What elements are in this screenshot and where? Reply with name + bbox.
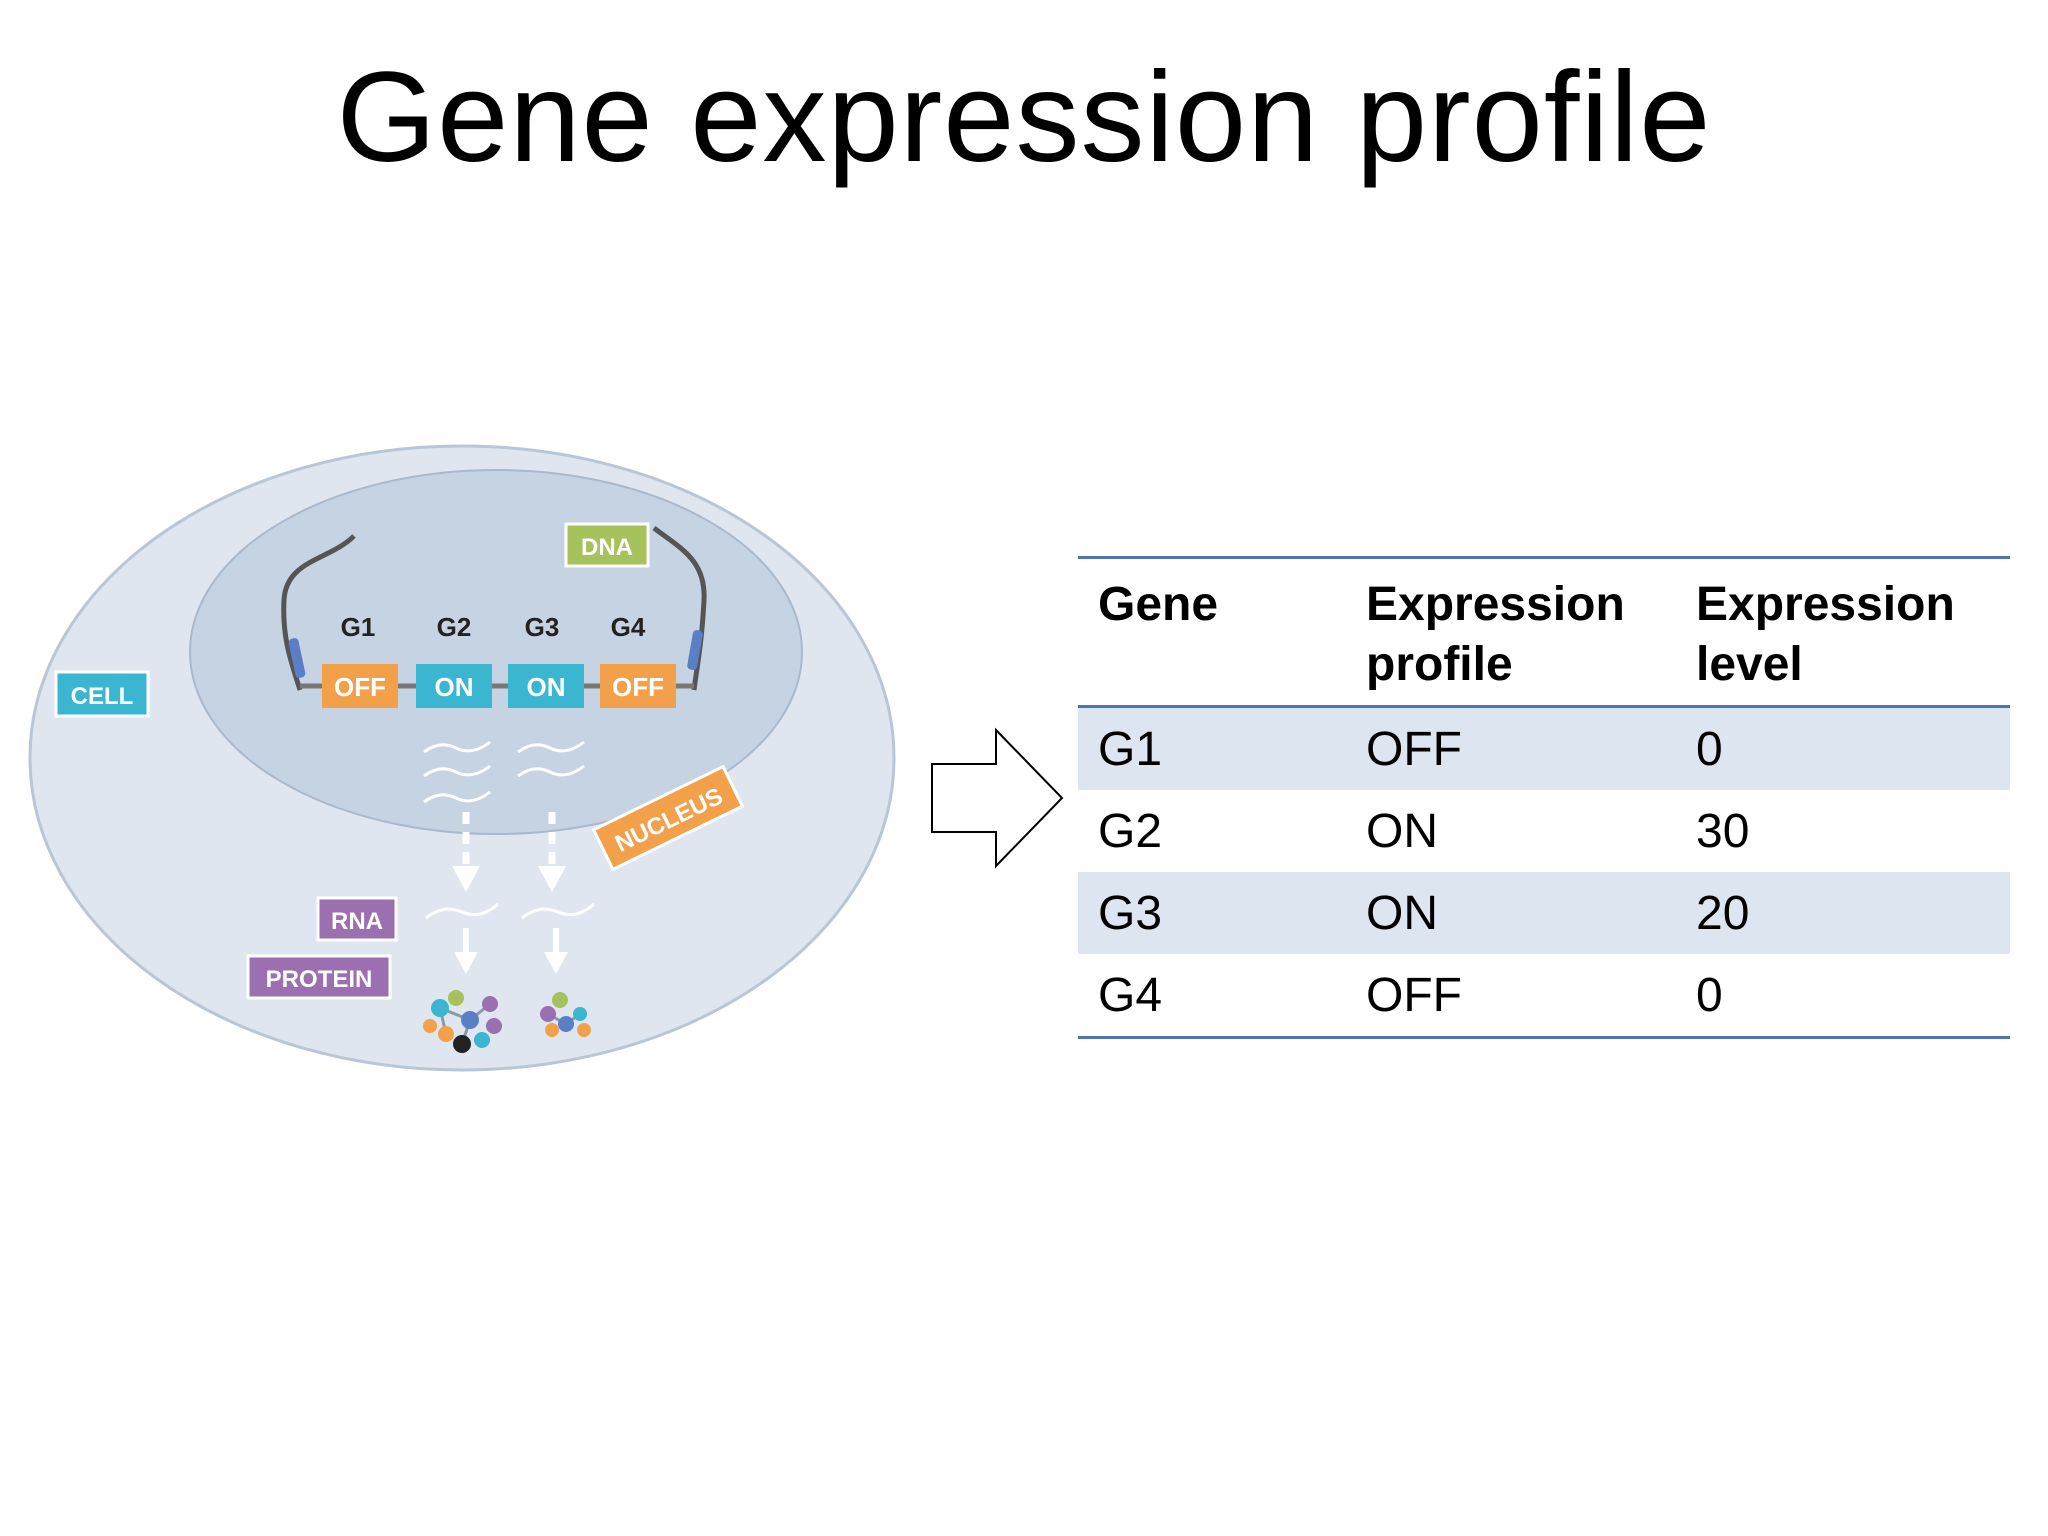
gene-label: G2	[437, 612, 472, 642]
dna-tag-text: DNA	[581, 534, 633, 561]
dna-strand-right	[652, 526, 707, 691]
cell-level: 30	[1676, 790, 2010, 872]
cell-level: 0	[1676, 706, 2010, 790]
gene-state-text: ON	[435, 672, 474, 702]
cell-gene: G1	[1078, 706, 1346, 790]
rna-tag-text: RNA	[331, 908, 383, 935]
translation-arrows	[454, 928, 568, 974]
cell-gene: G4	[1078, 954, 1346, 1038]
cell-profile: ON	[1346, 790, 1676, 872]
cell-gene: G2	[1078, 790, 1346, 872]
mrna-nucleus	[423, 740, 585, 804]
gene-state-text: OFF	[334, 672, 386, 702]
gene-state-box-off	[600, 664, 676, 708]
mrna-cytoplasm	[425, 902, 595, 920]
gene-state-box-on	[508, 664, 584, 708]
protein-tag-text: PROTEIN	[266, 966, 373, 993]
table-row: G3 ON 20	[1078, 872, 2010, 954]
table-row: G1 OFF 0	[1078, 706, 2010, 790]
dna-marker-left	[288, 638, 306, 678]
dna-marker-right	[687, 630, 703, 670]
cell-tag-text: CELL	[71, 683, 134, 710]
gene-state-text: ON	[527, 672, 566, 702]
protein-cluster-small	[540, 992, 591, 1037]
table-row: G2 ON 30	[1078, 790, 2010, 872]
gene-label: G4	[611, 612, 646, 642]
slide-title: Gene expression profile	[336, 46, 1712, 189]
cell-level: 0	[1676, 954, 2010, 1038]
transport-arrows	[452, 812, 566, 892]
rna-tag	[316, 896, 398, 942]
cell-profile: OFF	[1346, 954, 1676, 1038]
gene-state-text: OFF	[612, 672, 664, 702]
protein-tag	[246, 954, 392, 1000]
dna-strand-left	[281, 534, 356, 691]
cell-profile: OFF	[1346, 706, 1676, 790]
gene-label: G3	[525, 612, 560, 642]
header-gene: Gene	[1078, 557, 1346, 708]
protein-cluster-large	[423, 990, 502, 1053]
right-arrow-icon	[931, 727, 1064, 869]
nucleus-tag	[591, 764, 745, 872]
gene-state-box-on	[416, 664, 492, 708]
cell-gene: G3	[1078, 872, 1346, 954]
cell-tag	[54, 670, 150, 718]
gene-state-box-off	[322, 664, 398, 708]
gene-label: G1	[341, 612, 376, 642]
dna-tag	[564, 522, 650, 568]
cell-profile: ON	[1346, 872, 1676, 954]
cell-level: 20	[1676, 872, 2010, 954]
table-row: G4 OFF 0	[1078, 954, 2010, 1038]
